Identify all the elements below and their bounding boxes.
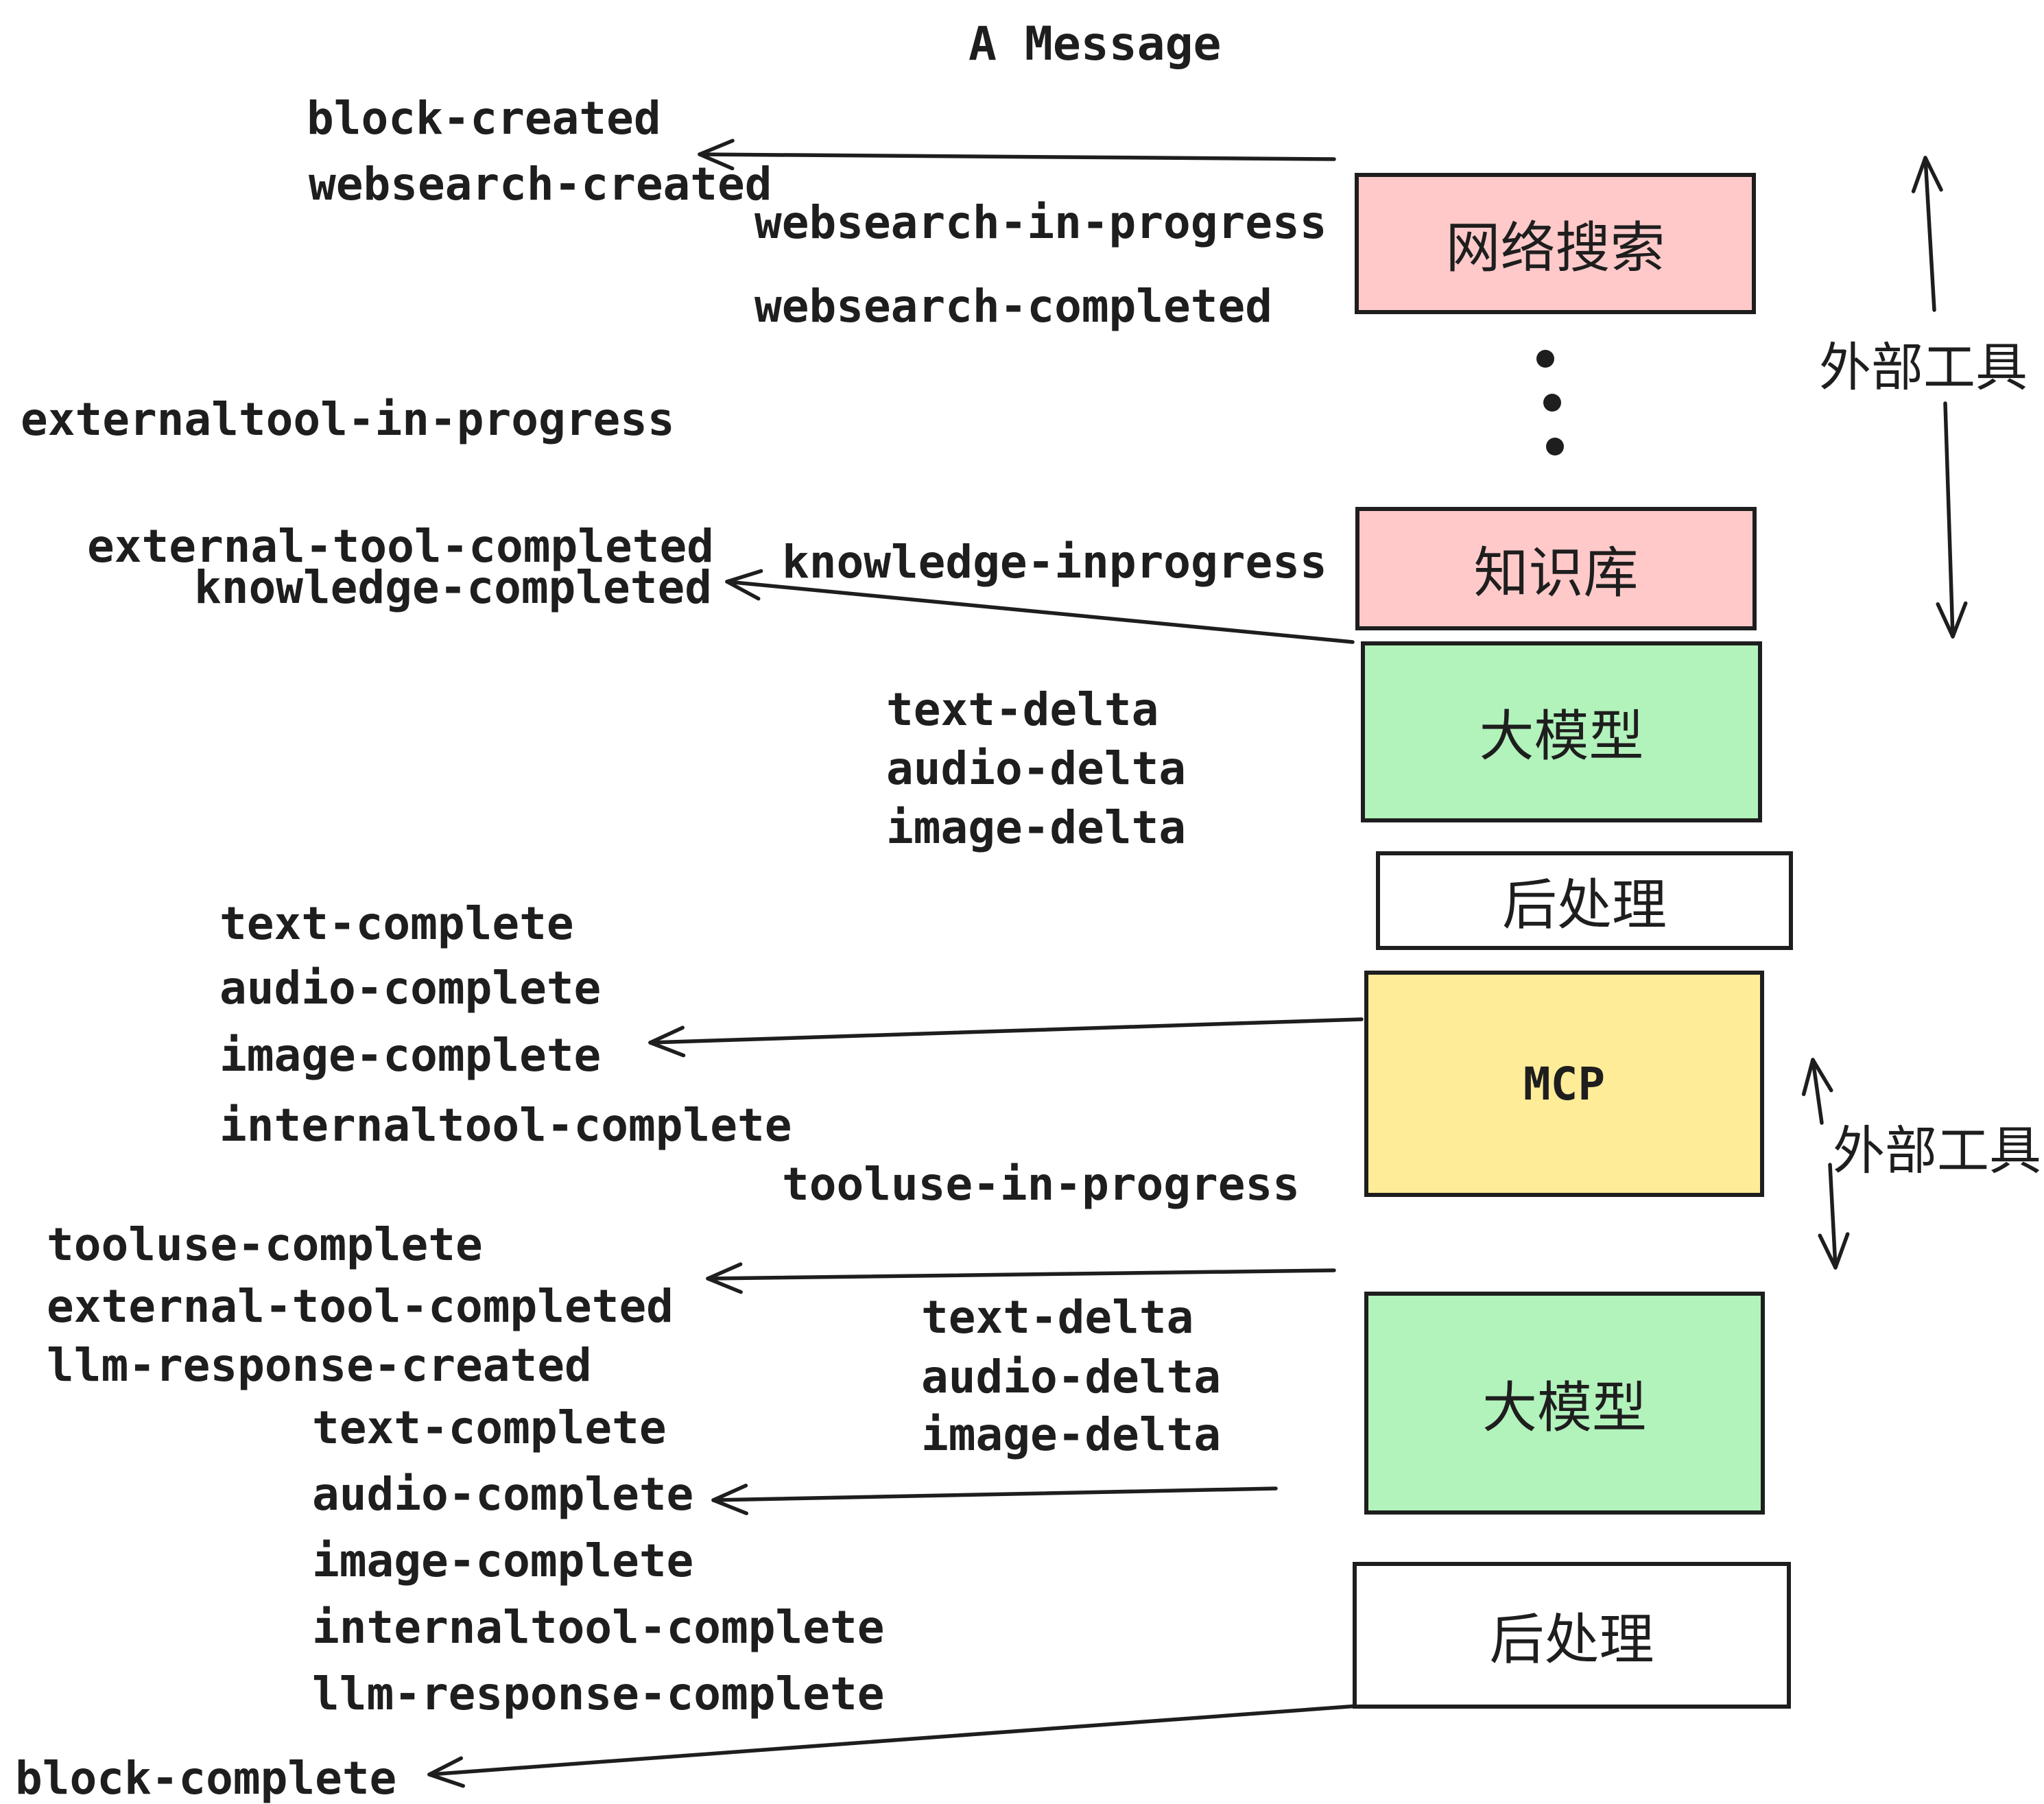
box-mcp-label: MCP — [1523, 1057, 1606, 1111]
event-block-created: block-created — [307, 92, 661, 145]
event-internaltool-complete-1: internaltool-complete — [219, 1099, 792, 1152]
box-post-2: 后处理 — [1353, 1562, 1791, 1709]
box-websearch: 网络搜索 — [1355, 173, 1756, 314]
event-tooluse-complete: tooluse-complete — [47, 1218, 483, 1271]
box-knowledge: 知识库 — [1355, 507, 1757, 630]
arrow-block-created — [698, 139, 1336, 171]
box-post-2-label: 后处理 — [1489, 1608, 1654, 1672]
event-block-complete: block-complete — [15, 1752, 397, 1804]
arrow-image-complete — [648, 1017, 1364, 1058]
event-external-tool-completed-1: external-tool-completed — [87, 520, 714, 573]
event-externaltool-in-progress: externaltool-in-progress — [21, 393, 675, 446]
event-knowledge-completed: knowledge-completed — [194, 561, 712, 614]
arrow-external-tools-up-1 — [1911, 156, 1943, 312]
event-text-complete-1: text-complete — [219, 897, 574, 950]
box-knowledge-label: 知识库 — [1473, 541, 1639, 605]
event-image-delta-2: image-delta — [921, 1408, 1222, 1461]
event-external-tool-completed-2: external-tool-completed — [47, 1280, 674, 1333]
event-audio-delta-1: audio-delta — [886, 742, 1187, 795]
event-websearch-created: websearch-created — [309, 158, 772, 211]
box-llm-2-label: 大模型 — [1482, 1375, 1647, 1440]
label-external-tools-2: 外部工具 — [1833, 1120, 2041, 1181]
arrow-external-tools-up-2 — [1801, 1058, 1833, 1125]
event-tooluse-in-progress: tooluse-in-progress — [782, 1158, 1300, 1211]
box-llm-2: 大模型 — [1364, 1292, 1765, 1515]
event-knowledge-inprogress: knowledge-inprogress — [782, 536, 1327, 589]
ellipsis-dot-1 — [1536, 350, 1554, 368]
arrow-external-tools-down-1 — [1936, 401, 1968, 639]
event-llm-response-created: llm-response-created — [47, 1339, 592, 1392]
arrow-audio-complete — [711, 1484, 1278, 1516]
box-websearch-label: 网络搜索 — [1445, 216, 1665, 280]
box-post-1-label: 后处理 — [1502, 873, 1667, 937]
event-text-delta-2: text-delta — [921, 1291, 1194, 1344]
box-mcp: MCP — [1364, 971, 1764, 1197]
arrow-tooluse-complete — [706, 1262, 1336, 1294]
ellipsis-dot-2 — [1543, 394, 1561, 412]
box-llm-1: 大模型 — [1361, 641, 1762, 822]
event-image-complete-2: image-complete — [312, 1534, 694, 1587]
ellipsis-dot-3 — [1546, 438, 1564, 455]
event-text-delta-1: text-delta — [886, 683, 1159, 736]
event-text-complete-2: text-complete — [312, 1401, 667, 1454]
diagram-title: A Message — [968, 17, 1222, 71]
event-image-delta-1: image-delta — [886, 801, 1187, 854]
event-websearch-completed: websearch-completed — [754, 280, 1272, 333]
event-websearch-in-progress: websearch-in-progress — [754, 196, 1327, 249]
event-image-complete-1: image-complete — [219, 1029, 602, 1082]
event-audio-delta-2: audio-delta — [921, 1351, 1222, 1403]
label-external-tools-1: 外部工具 — [1819, 337, 2028, 398]
box-post-1: 后处理 — [1376, 851, 1793, 950]
event-llm-response-complete: llm-response-complete — [312, 1667, 885, 1720]
box-llm-1-label: 大模型 — [1479, 704, 1644, 768]
event-internaltool-complete-2: internaltool-complete — [312, 1601, 885, 1654]
event-audio-complete-1: audio-complete — [219, 962, 602, 1014]
event-audio-complete-2: audio-complete — [312, 1468, 694, 1521]
